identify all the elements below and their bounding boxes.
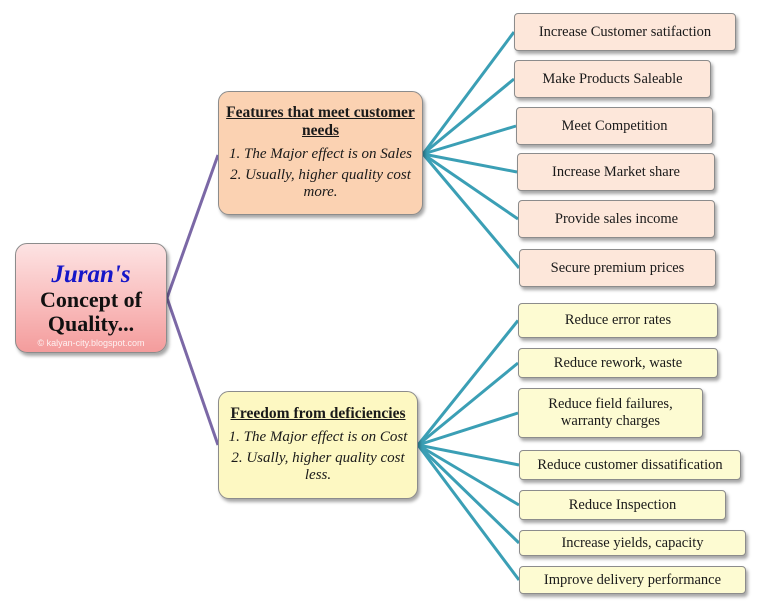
root-node-jurans-concept: Juran's Concept of Quality... © kalyan-c… — [15, 243, 167, 353]
branch-to-leaf-connector — [421, 153, 521, 269]
leaf-increase-customer-satisfaction: Increase Customer satifaction — [514, 13, 736, 51]
root-title-quality: Quality... — [47, 310, 135, 336]
branch-to-leaf-connector — [416, 319, 520, 446]
leaf-increase-market-share: Increase Market share — [517, 153, 715, 191]
root-title-jurans: Juran's — [51, 260, 131, 288]
branch-title: Freedom from deficiencies — [230, 404, 406, 422]
branch-point: 1. The Major effect is on Cost — [228, 428, 408, 445]
branch-to-leaf-connector — [416, 443, 521, 545]
branch-freedom-from-deficiencies: Freedom from deficiencies 1. The Major e… — [218, 391, 418, 499]
branch-to-leaf-connector — [422, 124, 517, 156]
leaf-reduce-rework-waste: Reduce rework, waste — [518, 348, 718, 378]
branch-to-leaf-connector — [416, 444, 521, 581]
leaf-increase-yields-capacity: Increase yields, capacity — [519, 530, 746, 556]
branch-to-leaf-connector — [417, 443, 520, 467]
leaf-reduce-field-failures: Reduce field failures, warranty charges — [518, 388, 703, 438]
branch-point: 2. Usally, higher quality cost less. — [231, 449, 405, 483]
leaf-reduce-error-rates: Reduce error rates — [518, 303, 718, 338]
leaf-secure-premium-prices: Secure premium prices — [519, 249, 716, 287]
leaf-provide-sales-income: Provide sales income — [518, 200, 715, 238]
root-title-concept-of: Concept of — [39, 286, 143, 312]
leaf-reduce-inspection: Reduce Inspection — [519, 490, 726, 520]
leaf-improve-delivery-performance: Improve delivery performance — [519, 566, 746, 594]
root-to-sales-branch-connector — [165, 154, 220, 299]
watermark: © kalyan-city.blogspot.com — [37, 338, 145, 348]
root-to-cost-branch-connector — [165, 297, 220, 446]
branch-point: 2. Usually, higher quality cost more. — [230, 166, 411, 200]
branch-to-leaf-connector — [422, 152, 518, 174]
leaf-reduce-customer-dissatisfaction: Reduce customer dissatification — [519, 450, 741, 480]
branch-point: 1. The Major effect is on Sales — [229, 145, 412, 162]
branch-title: Features that meet customer needs — [226, 103, 415, 139]
branch-to-leaf-connector — [422, 152, 519, 221]
branch-to-leaf-connector — [421, 31, 516, 155]
branch-to-leaf-connector — [417, 411, 519, 447]
branch-to-leaf-connector — [422, 77, 515, 156]
leaf-meet-competition: Meet Competition — [516, 107, 713, 145]
branch-to-leaf-connector — [417, 443, 520, 507]
leaf-make-products-saleable: Make Products Saleable — [514, 60, 711, 98]
branch-to-leaf-connector — [417, 361, 519, 447]
branch-features-customer-needs: Features that meet customer needs 1. The… — [218, 91, 423, 215]
